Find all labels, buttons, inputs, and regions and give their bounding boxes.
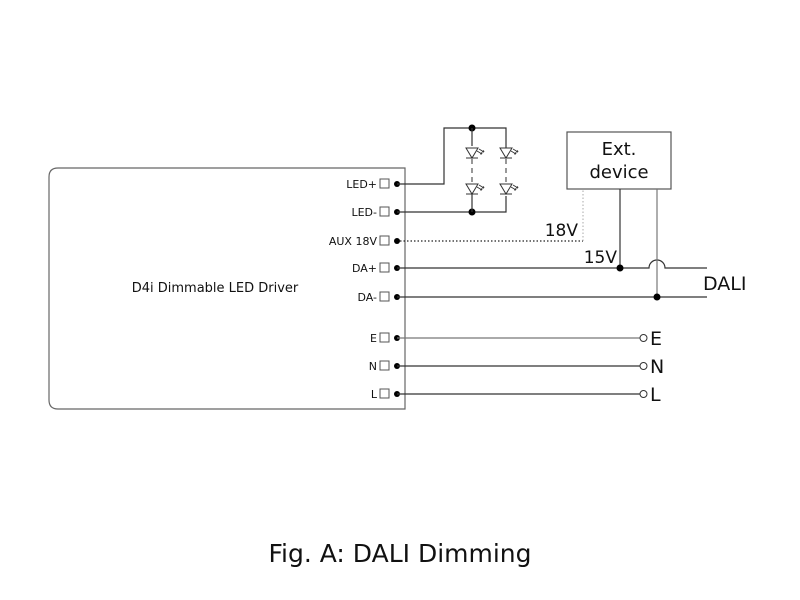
terminal-dot-icon xyxy=(394,238,400,244)
terminal-square-icon xyxy=(379,360,390,371)
open-terminal-icon xyxy=(639,390,648,398)
terminal-square-icon xyxy=(379,262,390,273)
terminal-label-da-plus: DA+ xyxy=(352,262,377,275)
external-device-box xyxy=(566,131,672,190)
junction-dot-icon xyxy=(616,264,624,272)
led-column-2 xyxy=(499,147,519,195)
dali-bus: 15V DALI xyxy=(397,189,746,301)
led-icon xyxy=(465,183,485,195)
open-terminal-icon xyxy=(639,362,648,370)
terminal-da-plus: DA+ xyxy=(352,262,400,275)
terminal-label-earth: E xyxy=(370,332,377,345)
led-plus-wire xyxy=(397,127,507,185)
terminal-square-icon xyxy=(379,206,390,217)
mains-label-neutral: N xyxy=(650,356,664,378)
led-minus-wire xyxy=(397,196,507,213)
junction-dot-icon xyxy=(653,293,661,301)
aux-voltage-label: 18V xyxy=(545,221,579,241)
terminal-square-icon xyxy=(379,388,390,399)
terminal-label-led-minus: LED- xyxy=(351,206,377,219)
terminal-label-neutral: N xyxy=(369,360,377,373)
terminal-square-icon xyxy=(379,332,390,343)
driver-title: D4i Dimmable LED Driver xyxy=(132,281,299,296)
terminal-square-icon xyxy=(379,291,390,302)
driver-box xyxy=(48,167,406,410)
led-icon xyxy=(499,183,519,195)
external-device-label-line2: device xyxy=(589,162,648,183)
led-wiring xyxy=(397,124,519,216)
external-device-label-line1: Ext. xyxy=(602,139,637,160)
bus-voltage-label: 15V xyxy=(584,248,618,268)
terminal-square-icon xyxy=(379,178,390,189)
da-plus-wire xyxy=(397,259,707,269)
terminal-label-line: L xyxy=(371,388,378,401)
external-device: Ext. device xyxy=(566,131,672,190)
mains-label-earth: E xyxy=(650,328,662,350)
led-icon xyxy=(499,147,519,159)
terminal-label-da-minus: DA- xyxy=(357,291,377,304)
terminal-label-led-plus: LED+ xyxy=(346,178,377,191)
terminal-earth: E xyxy=(370,332,400,345)
mains-label-line: L xyxy=(650,384,661,406)
figure-caption: Fig. A: DALI Dimming xyxy=(268,539,531,568)
terminal-aux: AUX 18V xyxy=(329,235,400,248)
dali-label: DALI xyxy=(703,273,746,295)
terminal-label-aux: AUX 18V xyxy=(329,235,378,248)
led-column-1 xyxy=(465,128,485,212)
open-terminal-icon xyxy=(639,334,648,342)
mains-connections: E N L xyxy=(397,328,664,406)
led-icon xyxy=(465,147,485,159)
terminal-square-icon xyxy=(379,235,390,246)
